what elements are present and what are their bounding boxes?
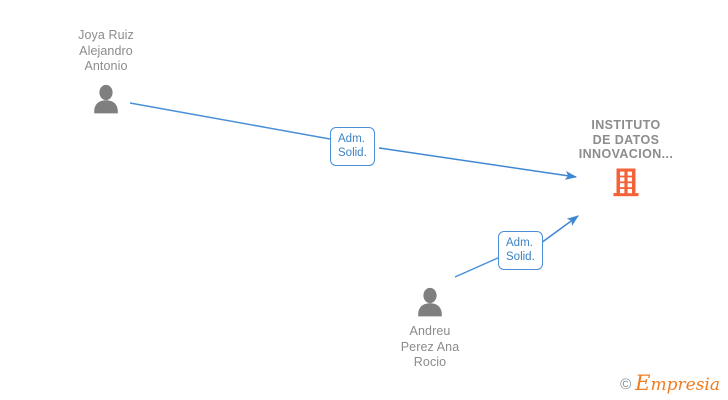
person-icon: [418, 287, 442, 317]
brand-initial: E: [635, 371, 651, 395]
person-icon: [94, 84, 118, 113]
node-company-instituto-de-datos-innovacion[interactable]: INSTITUTO DE DATOS INNOVACION...: [546, 118, 706, 198]
brand-rest: mpresia: [650, 375, 721, 395]
node-person-andreu-perez-ana-rocio[interactable]: Andreu Perez Ana Rocio: [360, 285, 500, 371]
watermark-empresia: © Empresia: [620, 373, 721, 395]
person-name-label: Joya Ruiz Alejandro Antonio: [78, 28, 134, 73]
building-icon: [613, 168, 639, 196]
company-name-label: INSTITUTO DE DATOS INNOVACION...: [578, 118, 674, 161]
copyright-symbol: ©: [620, 376, 632, 393]
edge-label-adm-solid-top[interactable]: Adm. Solid.: [330, 127, 375, 166]
brand-wordmark: Empresia: [635, 373, 721, 395]
person-name-label: Andreu Perez Ana Rocio: [400, 324, 460, 369]
node-person-joya-ruiz-alejandro-antonio[interactable]: Joya Ruiz Alejandro Antonio: [36, 28, 176, 116]
edge-label-adm-solid-bottom[interactable]: Adm. Solid.: [498, 231, 543, 270]
